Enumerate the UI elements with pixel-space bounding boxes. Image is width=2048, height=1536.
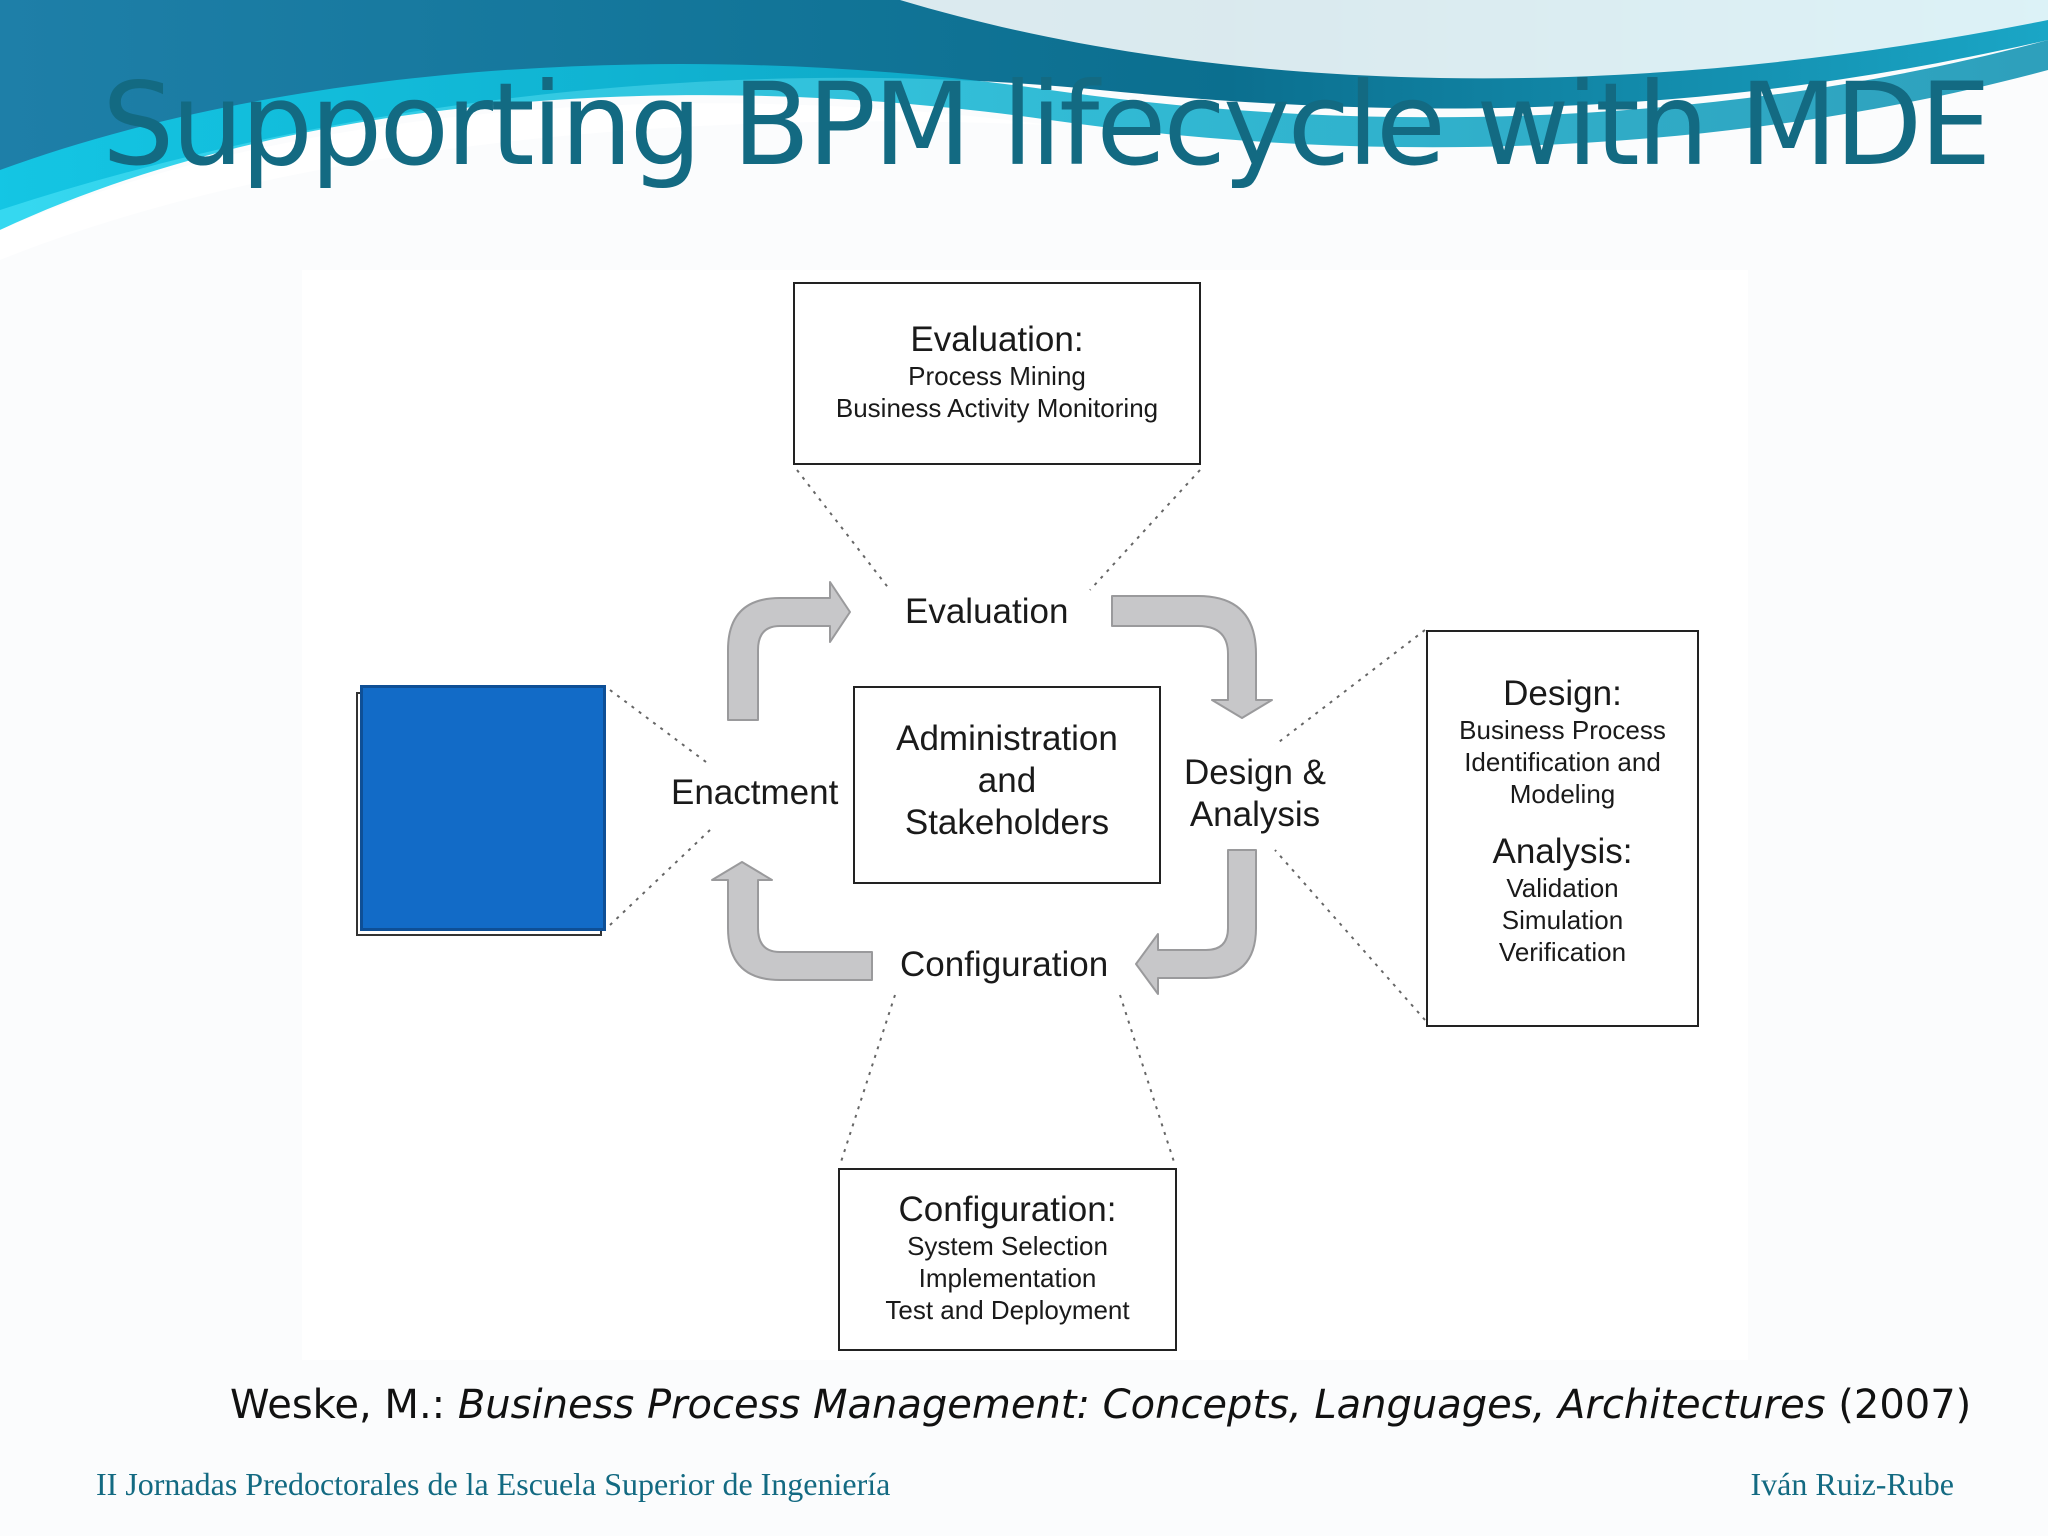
analysis-line: Validation bbox=[1506, 873, 1619, 903]
configuration-line: System Selection bbox=[907, 1231, 1108, 1261]
center-line: and bbox=[977, 761, 1037, 800]
arrow-configuration-to-enactment bbox=[711, 861, 873, 981]
stage-analysis-line: Analysis bbox=[1189, 795, 1321, 834]
evaluation-box: Evaluation: Process Mining Business Acti… bbox=[793, 282, 1201, 465]
center-line: Administration bbox=[896, 719, 1118, 758]
citation-year: (2007) bbox=[1825, 1382, 1972, 1428]
stage-evaluation: Evaluation bbox=[905, 592, 1069, 631]
footer-author: Iván Ruiz-Rube bbox=[1750, 1466, 1955, 1502]
evaluation-line: Process Mining bbox=[908, 361, 1086, 391]
analysis-line: Simulation bbox=[1501, 905, 1624, 935]
footer-event: II Jornadas Predoctorales de la Escuela … bbox=[96, 1466, 891, 1502]
configuration-line: Test and Deployment bbox=[885, 1295, 1130, 1325]
arrow-evaluation-to-design bbox=[1111, 595, 1273, 719]
design-line: Modeling bbox=[1509, 779, 1616, 809]
arrow-enactment-to-evaluation bbox=[727, 581, 851, 721]
citation: Weske, M.: Business Process Management: … bbox=[230, 1382, 1971, 1428]
design-heading: Design: bbox=[1503, 674, 1622, 713]
administration-box: Administration and Stakeholders bbox=[853, 686, 1161, 884]
stage-configuration: Configuration bbox=[900, 945, 1109, 984]
center-line: Stakeholders bbox=[904, 803, 1110, 842]
analysis-line: Verification bbox=[1498, 937, 1627, 967]
citation-book: Business Process Management: Concepts, L… bbox=[457, 1382, 1826, 1428]
design-analysis-box: Design: Business Process Identification … bbox=[1426, 630, 1699, 1027]
evaluation-line: Business Activity Monitoring bbox=[835, 393, 1159, 423]
design-line: Business Process bbox=[1459, 715, 1666, 745]
stage-enactment: Enactment bbox=[671, 773, 839, 812]
citation-author: Weske, M.: bbox=[230, 1382, 458, 1428]
configuration-heading: Configuration: bbox=[898, 1190, 1117, 1229]
stage-design-analysis: Design & Analysis bbox=[1180, 752, 1330, 836]
configuration-box: Configuration: System Selection Implemen… bbox=[838, 1168, 1177, 1351]
slide-title: Supporting BPM lifecycle with MDE bbox=[102, 58, 1991, 191]
evaluation-heading: Evaluation: bbox=[910, 320, 1084, 359]
design-line: Identification and bbox=[1464, 747, 1661, 777]
analysis-heading: Analysis: bbox=[1492, 832, 1633, 871]
placeholder-box bbox=[360, 685, 606, 931]
configuration-line: Implementation bbox=[918, 1263, 1097, 1293]
stage-design-line: Design & bbox=[1183, 753, 1327, 792]
arrow-design-to-configuration bbox=[1135, 849, 1257, 995]
